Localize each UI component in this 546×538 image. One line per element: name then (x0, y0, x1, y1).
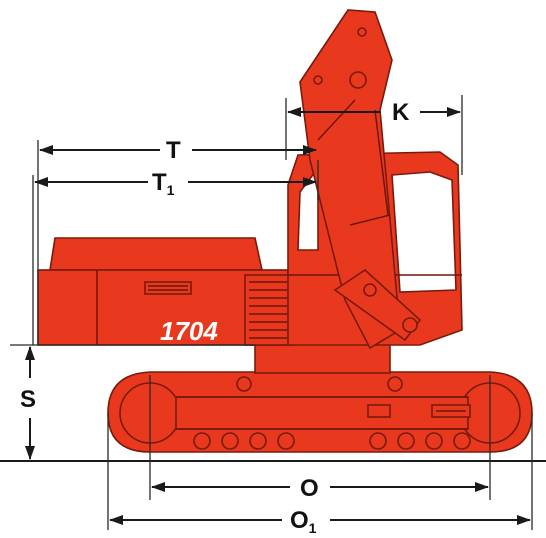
svg-text:O: O (300, 475, 319, 502)
track-assembly (107, 371, 533, 453)
upper-structure: 1704 (37, 237, 296, 346)
track-rollers (193, 376, 471, 450)
svg-text:S: S (20, 386, 36, 413)
dimension-O1: O1 (109, 507, 531, 536)
model-label: 1704 (160, 316, 218, 346)
svg-text:T: T (166, 137, 181, 164)
svg-text:O1: O1 (290, 507, 317, 536)
dimension-T: T (39, 137, 317, 164)
svg-text:T1: T1 (152, 169, 175, 198)
dimension-S: S (20, 346, 36, 460)
svg-text:K: K (392, 99, 410, 126)
dimension-K: K (287, 99, 461, 126)
extension-lines (10, 95, 533, 530)
dimension-T1: T1 (34, 169, 317, 198)
boom (299, 9, 422, 350)
dimension-O: O (151, 475, 489, 502)
excavator: 1704 (37, 9, 533, 453)
